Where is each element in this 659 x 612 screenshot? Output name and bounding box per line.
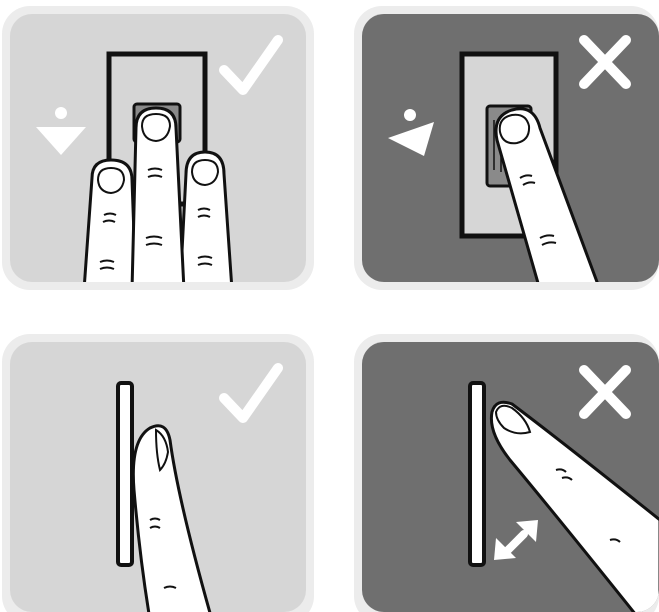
finger-left [84,160,136,290]
panel-top-right [354,6,659,290]
panel-bottom-right [354,334,659,612]
panel-top-left [2,6,314,290]
panel-bottom-left [2,334,314,612]
finger-middle [132,108,184,290]
fingerprint-sensor-strip [118,383,132,565]
fingerprint-sensor-strip [470,383,484,565]
finger-right [180,152,232,290]
